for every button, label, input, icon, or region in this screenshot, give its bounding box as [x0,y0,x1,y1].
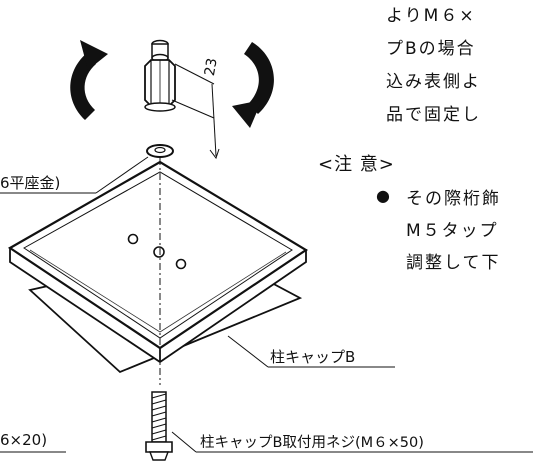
caution-line: その際桁飾 [406,189,501,209]
mounting-screw [145,391,173,461]
caution-line: 調整して下 [406,253,501,273]
screw-leader-line [171,431,197,453]
cap-leader-line [227,335,269,368]
rotate-left-arrow-icon [70,40,108,120]
screw-label: 柱キャップB取付用ネジ(M６×50) [200,435,424,451]
bolt-label: 6×20) [0,431,48,449]
washer-label: 6平座金) [0,174,61,192]
instruction-line: 品で固定し [386,105,481,125]
standoff-spacer [144,39,176,112]
caution-line: M５タップ [406,221,499,241]
instruction-line: 込み表側よ [386,72,481,92]
instruction-line: よりM６× [386,6,476,26]
caution-heading: <注 意> [318,154,395,175]
cap-b-label: 柱キャップB [270,348,356,366]
rotate-right-arrow-icon [232,42,274,128]
dimension-label: 23 [202,57,221,77]
flat-washer [146,144,174,158]
caution-bullet: ● [376,186,390,205]
dimension-marker [171,63,220,160]
instruction-line: プBの場合 [386,39,476,59]
pillar-cap-b [7,160,309,364]
